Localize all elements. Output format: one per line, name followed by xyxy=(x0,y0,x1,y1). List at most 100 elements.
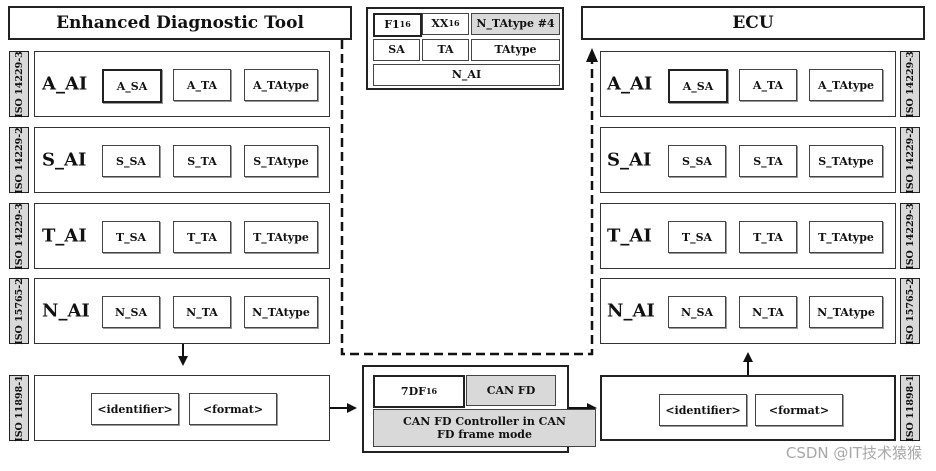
left-node-title: Enhanced Diagnostic Tool xyxy=(8,6,352,40)
right-iso-standard-label: ISO 14229-3 xyxy=(900,51,920,117)
right-layer-name: A_AI xyxy=(607,73,653,95)
right-layer-field-text: N_TA xyxy=(752,305,784,319)
right-layer-0: A_AI A_SA A_TA A_TAtype xyxy=(600,51,896,117)
right-layer-field: A_TA xyxy=(739,69,797,101)
left-layer-field-text: A_TAtype xyxy=(252,78,310,92)
mapping-tatype-label-text: TAtype xyxy=(494,43,537,57)
right-layer-field: N_TA xyxy=(739,296,797,328)
left-datalink-iso-text: ISO 11898-1 xyxy=(13,374,25,442)
mapping-ta-label: TA xyxy=(422,39,469,61)
left-layer-field: A_SA xyxy=(102,69,162,103)
right-layer-field-text: T_SA xyxy=(681,230,713,244)
mapping-ta-value-text: XX xyxy=(431,17,449,31)
mapping-sa-label-text: SA xyxy=(388,43,405,57)
dashed-mapping-path xyxy=(340,40,594,356)
right-identifier-field: <identifier> xyxy=(659,394,747,426)
can-format-text: CAN FD xyxy=(486,383,536,397)
left-layer-field-text: T_TAtype xyxy=(253,230,309,244)
left-iso-standard-label: ISO 15765-2 xyxy=(9,278,29,344)
right-iso-standard-text: ISO 14229-3 xyxy=(904,50,916,118)
right-datalink-field-text: <identifier> xyxy=(665,403,741,417)
right-iso-standard-text: ISO 14229-3 xyxy=(904,202,916,270)
right-layer-field: S_TA xyxy=(739,145,797,177)
right-layer-field: N_SA xyxy=(668,296,726,328)
right-layer-name: T_AI xyxy=(607,225,652,247)
left-layer-name: S_AI xyxy=(42,149,87,171)
right-layer-field: T_TAtype xyxy=(809,221,883,253)
left-layer-field-text: S_TAtype xyxy=(253,154,309,168)
right-iso-standard-text: ISO 15765-2 xyxy=(904,277,916,345)
left-datalink-field-text: <format> xyxy=(202,402,264,416)
right-layer-2: T_AI T_SA T_TA T_TAtype xyxy=(600,203,896,269)
mapping-sa-label: SA xyxy=(373,39,420,61)
left-layer-0: A_AI A_SA A_TA A_TAtype xyxy=(34,51,330,117)
right-layer-field: S_SA xyxy=(668,145,726,177)
left-layer-field: T_SA xyxy=(102,221,160,253)
right-layer-name: S_AI xyxy=(607,149,652,171)
right-layer-field-text: T_TA xyxy=(753,230,783,244)
left-identifier-field: <identifier> xyxy=(91,393,179,425)
right-layer-field-text: T_TAtype xyxy=(818,230,874,244)
right-datalink-field-text: <format> xyxy=(768,403,830,417)
right-layer-field: A_TAtype xyxy=(809,69,883,101)
left-datalink-iso-label: ISO 11898-1 xyxy=(9,375,29,441)
left-layer-1: S_AI S_SA S_TA S_TAtype xyxy=(34,127,330,193)
right-layer-field-text: N_SA xyxy=(680,305,714,319)
left-layer-field: N_TAtype xyxy=(244,296,318,328)
mapping-n-ai-label-text: N_AI xyxy=(451,68,482,82)
mapping-ta-label-text: TA xyxy=(437,43,454,57)
left-layer-name: A_AI xyxy=(42,73,88,95)
can-controller-text: CAN FD Controller in CAN FD frame mode xyxy=(403,414,566,441)
right-node-title-text: ECU xyxy=(732,13,774,33)
right-iso-standard-label: ISO 15765-2 xyxy=(900,278,920,344)
left-layer-field: S_TA xyxy=(173,145,231,177)
left-iso-standard-text: ISO 14229-3 xyxy=(13,202,25,270)
mapping-n-ai-label: N_AI xyxy=(373,64,560,86)
left-layer-field-text: N_SA xyxy=(114,305,148,319)
left-layer-field: S_TAtype xyxy=(244,145,318,177)
mapping-tatype-value: N_TAtype #4 xyxy=(471,13,560,35)
left-layer-name: T_AI xyxy=(42,225,87,247)
right-layer-field-text: S_SA xyxy=(682,154,712,168)
right-layer-field: T_SA xyxy=(668,221,726,253)
right-layer-field: A_SA xyxy=(668,69,728,103)
right-iso-standard-text: ISO 14229-2 xyxy=(904,126,916,194)
left-layer-field: A_TAtype xyxy=(244,69,318,101)
right-format-field: <format> xyxy=(755,394,843,426)
mapping-ta-value-base: 16 xyxy=(448,18,460,29)
watermark: CSDN @IT技术猿猴 xyxy=(785,444,922,462)
right-layer-field-text: A_TA xyxy=(752,78,784,92)
left-layer-field-text: A_TA xyxy=(186,78,218,92)
mapping-tatype-label: TAtype xyxy=(471,39,560,61)
left-iso-standard-text: ISO 14229-3 xyxy=(13,50,25,118)
right-layer-field-text: A_SA xyxy=(682,79,714,93)
right-layer-field: T_TA xyxy=(739,221,797,253)
right-datalink-iso-text: ISO 11898-1 xyxy=(904,374,916,442)
can-identifier-base: 16 xyxy=(425,385,438,396)
left-layer-field-text: A_SA xyxy=(116,79,148,93)
left-layer-field: S_SA xyxy=(102,145,160,177)
left-layer-field-text: N_TAtype xyxy=(252,305,310,319)
right-layer-field-text: N_TAtype xyxy=(817,305,875,319)
left-layer-field-text: S_TA xyxy=(187,154,217,168)
left-iso-standard-label: ISO 14229-2 xyxy=(9,127,29,193)
can-identifier-text: 7DF xyxy=(400,384,426,398)
right-layer-field: S_TAtype xyxy=(809,145,883,177)
left-layer-field: N_TA xyxy=(173,296,231,328)
left-layer-field: T_TA xyxy=(173,221,231,253)
can-controller-cell: CAN FD Controller in CAN FD frame mode xyxy=(373,409,596,447)
mapping-sa-value-text: F1 xyxy=(384,18,400,32)
right-iso-standard-label: ISO 14229-2 xyxy=(900,127,920,193)
left-layer-2: T_AI T_SA T_TA T_TAtype xyxy=(34,203,330,269)
right-layer-field-text: A_TAtype xyxy=(817,78,875,92)
left-layer-field: A_TA xyxy=(173,69,231,101)
left-format-field: <format> xyxy=(189,393,277,425)
mapping-sa-value-base: 16 xyxy=(399,19,411,30)
can-format-cell: CAN FD xyxy=(466,375,556,406)
